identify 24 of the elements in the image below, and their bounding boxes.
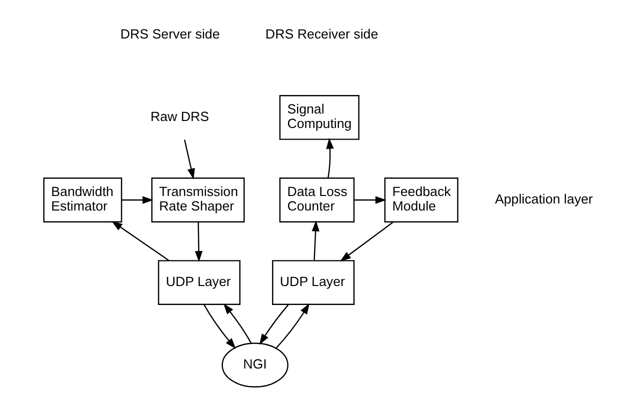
arrow <box>311 220 319 260</box>
node-box: Transmission Rate Shaper <box>150 178 244 222</box>
arrow <box>340 222 393 262</box>
arrow <box>354 196 386 204</box>
label: DRS Server side <box>120 26 220 42</box>
label: DRS Receiver side <box>264 26 378 42</box>
node-box: Bandwidth Estimator <box>42 178 122 222</box>
arrow <box>275 303 310 348</box>
node-box: UDP Layer <box>157 260 240 305</box>
node-ellipse: NGI <box>221 342 288 388</box>
arrow <box>203 304 236 349</box>
node-box: Signal Computing <box>278 95 359 140</box>
arrow <box>258 304 288 345</box>
node-box: UDP Layer <box>272 260 354 305</box>
arrow <box>222 303 252 344</box>
node-box: Data Loss Counter <box>278 178 354 222</box>
node-box: Feedback Module <box>384 178 458 222</box>
arrow <box>121 196 153 204</box>
arrow <box>194 222 202 262</box>
arrow <box>110 221 169 262</box>
label: Application layer <box>494 191 592 206</box>
arrow <box>326 138 334 178</box>
arrow <box>183 140 194 180</box>
node-text: Raw DRS <box>150 108 209 124</box>
